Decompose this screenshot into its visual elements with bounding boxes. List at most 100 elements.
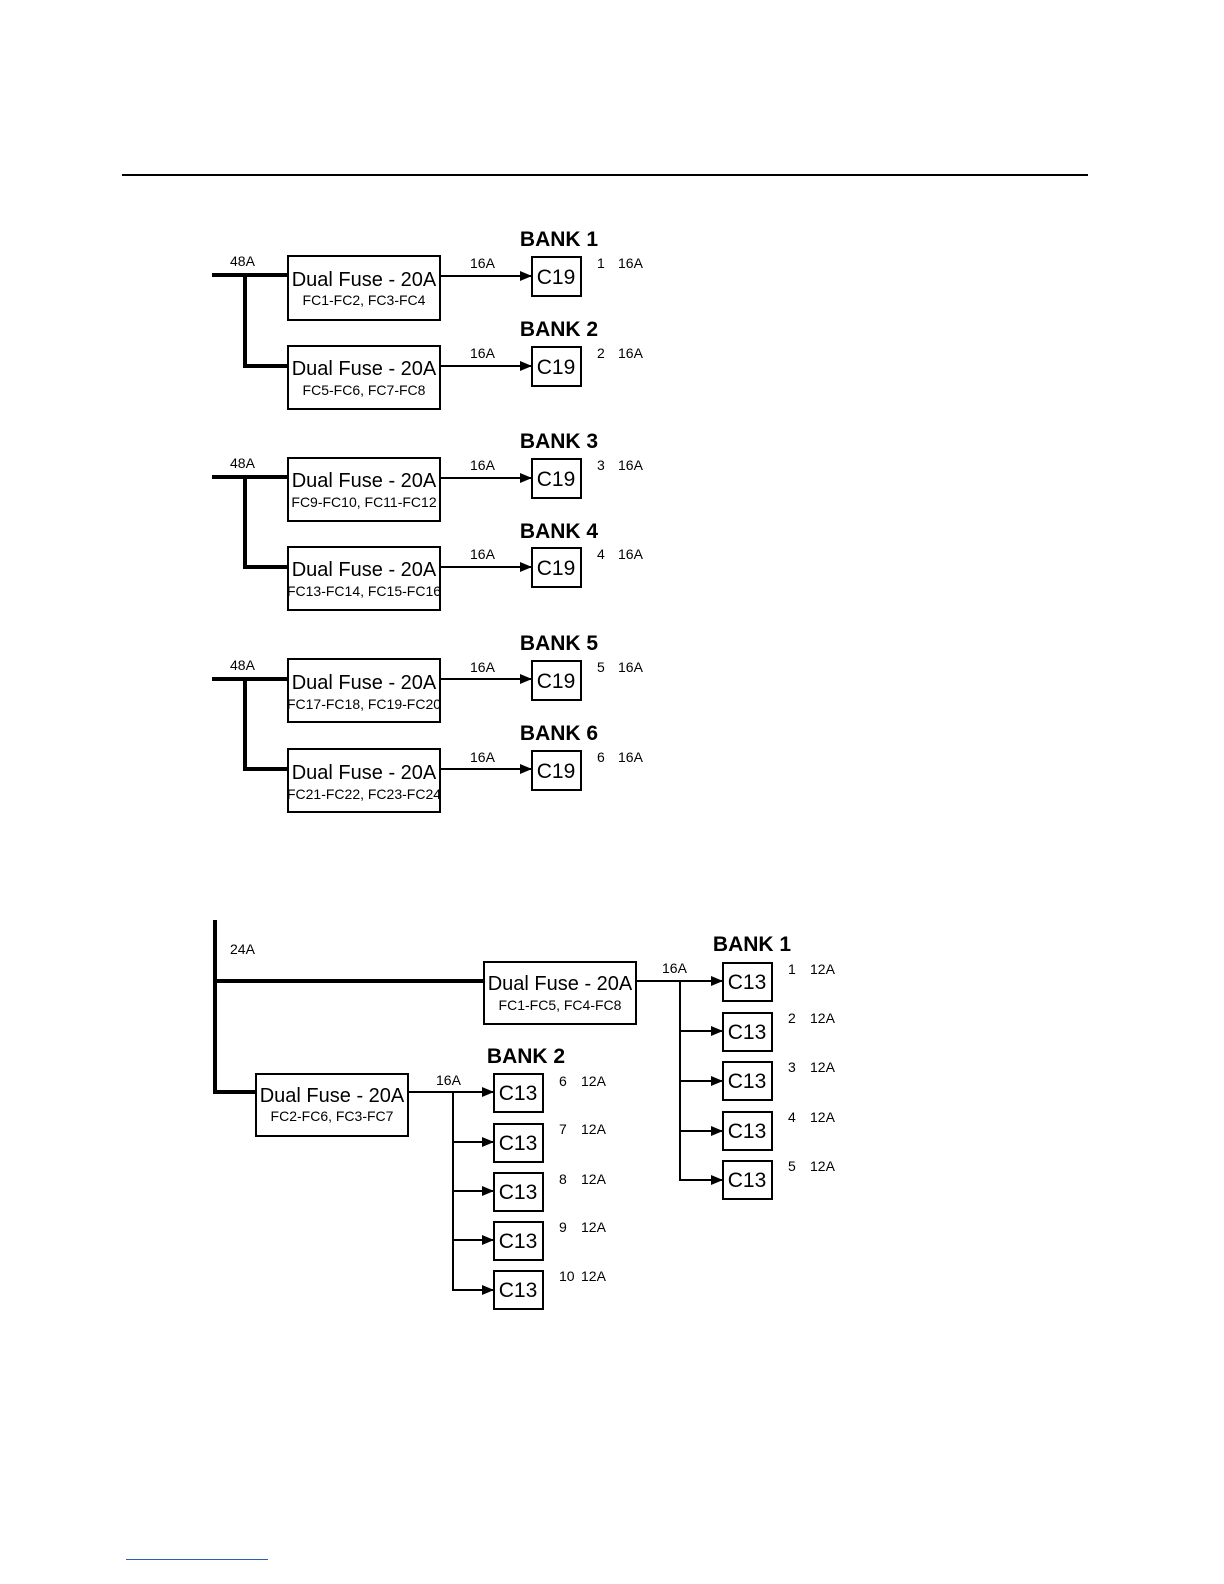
plug-box [722,1111,773,1151]
plug-box [531,660,582,701]
bank-label: BANK 6 [520,722,598,745]
plug-box [493,1270,544,1310]
fuse-box [483,961,637,1025]
outlet-number: 5 [597,659,605,675]
fuse-block-bank-4: Dual Fuse - 20A FC13-FC14, FC15-FC16 [287,546,441,611]
bank-label: BANK 5 [520,632,598,655]
outlet-number: 9 [559,1219,567,1235]
fuse-label: Dual Fuse - 20A [292,672,437,694]
fuse-label: Dual Fuse - 20A [292,559,437,581]
plug-box [722,1061,773,1101]
fuse-range: FC9-FC10, FC11-FC12 [291,494,436,510]
output-amp-label: 16A [436,1072,462,1088]
output-amp-label: 16A [470,457,496,473]
plug-box [531,547,582,588]
outlet-number: 5 [788,1158,796,1174]
plug-label: C13 [728,1120,767,1143]
c13-diagram: 24A Dual Fuse - 20A FC1-FC5, FC4-FC8 16A… [213,920,836,1310]
outlet-number: 2 [788,1010,796,1026]
fuse-range: FC1-FC5, FC4-FC8 [499,997,622,1013]
outlet-number: 8 [559,1171,567,1187]
input-amp-label: 24A [230,941,256,957]
fuse-range: FC17-FC18, FC19-FC20 [287,696,441,712]
output-amp-label: 16A [470,255,496,271]
plug-box [493,1172,544,1212]
outlet-number: 4 [597,546,605,562]
plug-label: C19 [537,266,576,289]
footer-rule [126,1559,268,1560]
fuse-box [255,1073,409,1137]
plug-label: C13 [499,1279,538,1302]
outlet-number: 10 [559,1268,575,1284]
outlet-amp: 12A [810,1059,836,1075]
fuse-range: FC1-FC2, FC3-FC4 [303,292,426,308]
plug-label: C13 [728,971,767,994]
bank-label: BANK 1 [520,228,598,251]
fuse-box [287,658,441,723]
bank-label: BANK 4 [520,520,598,543]
plug-box [722,1160,773,1200]
plug-label: C13 [499,1230,538,1253]
plug-box [493,1123,544,1163]
outlet-number: 3 [788,1059,796,1075]
outlet-amp: 16A [618,345,644,361]
plug-label: C13 [728,1021,767,1044]
plug-box [531,256,582,297]
output-amp-label: 16A [470,345,496,361]
fuse-range: FC2-FC6, FC3-FC7 [271,1108,394,1124]
outlet-amp: 12A [810,1158,836,1174]
outlet-amp: 16A [618,659,644,675]
outlet-number: 3 [597,457,605,473]
bank-label: BANK 1 [713,933,791,956]
bank-label: BANK 2 [520,318,598,341]
plug-box [493,1073,544,1113]
fuse-block-bank-3: Dual Fuse - 20A FC9-FC10, FC11-FC12 [287,457,441,522]
fuse-box [287,748,441,813]
plug-box [722,962,773,1002]
outlet-amp: 16A [618,457,644,473]
fuse-range: FC21-FC22, FC23-FC24 [287,786,441,802]
header-rule [122,174,1088,176]
outlet-number: 1 [788,961,796,977]
outlet-amp: 16A [618,255,644,271]
output-amp-label: 16A [470,546,496,562]
fuse-label: Dual Fuse - 20A [488,973,633,995]
output-amp-label: 16A [470,659,496,675]
input-amp-label: 48A [230,657,256,673]
plug-label: C19 [537,760,576,783]
fuse-box [287,546,441,611]
plug-label: C13 [499,1181,538,1204]
plug-box [531,750,582,791]
outlet-amp: 12A [810,1109,836,1125]
bank-label: BANK 2 [487,1045,565,1068]
outlet-number: 1 [597,255,605,271]
plug-label: C19 [537,356,576,379]
plug-box [493,1221,544,1261]
input-amp-label: 48A [230,455,256,471]
plug-label: C13 [728,1169,767,1192]
outlet-amp: 16A [618,546,644,562]
plug-label: C19 [537,468,576,491]
plug-box [531,458,582,499]
fuse-label: Dual Fuse - 20A [292,762,437,784]
fuse-label: Dual Fuse - 20A [260,1085,405,1107]
fuse-block-bank-2: Dual Fuse - 20A FC5-FC6, FC7-FC8 [287,345,441,410]
fuse-block-bank-5: Dual Fuse - 20A FC17-FC18, FC19-FC20 [287,658,441,723]
output-amp-label: 16A [470,749,496,765]
plug-label: C19 [537,557,576,580]
fuse-range: FC5-FC6, FC7-FC8 [303,382,426,398]
outlet-amp: 12A [581,1219,607,1235]
outlet-amp: 12A [810,961,836,977]
fuse-box [287,345,441,410]
fuse-label: Dual Fuse - 20A [292,358,437,380]
plug-label: C13 [499,1132,538,1155]
outlet-amp: 12A [581,1171,607,1187]
c13-bank-1: Dual Fuse - 20A FC1-FC5, FC4-FC8 16A BAN… [483,933,836,1200]
bank-label: BANK 3 [520,430,598,453]
output-amp-label: 16A [662,960,688,976]
c19-group-1: 48A Dual Fuse - 20A FC1-FC2, FC3-FC4 16A… [212,228,644,410]
input-amp-label: 48A [230,253,256,269]
outlet-amp: 12A [581,1268,607,1284]
outlet-amp: 16A [618,749,644,765]
